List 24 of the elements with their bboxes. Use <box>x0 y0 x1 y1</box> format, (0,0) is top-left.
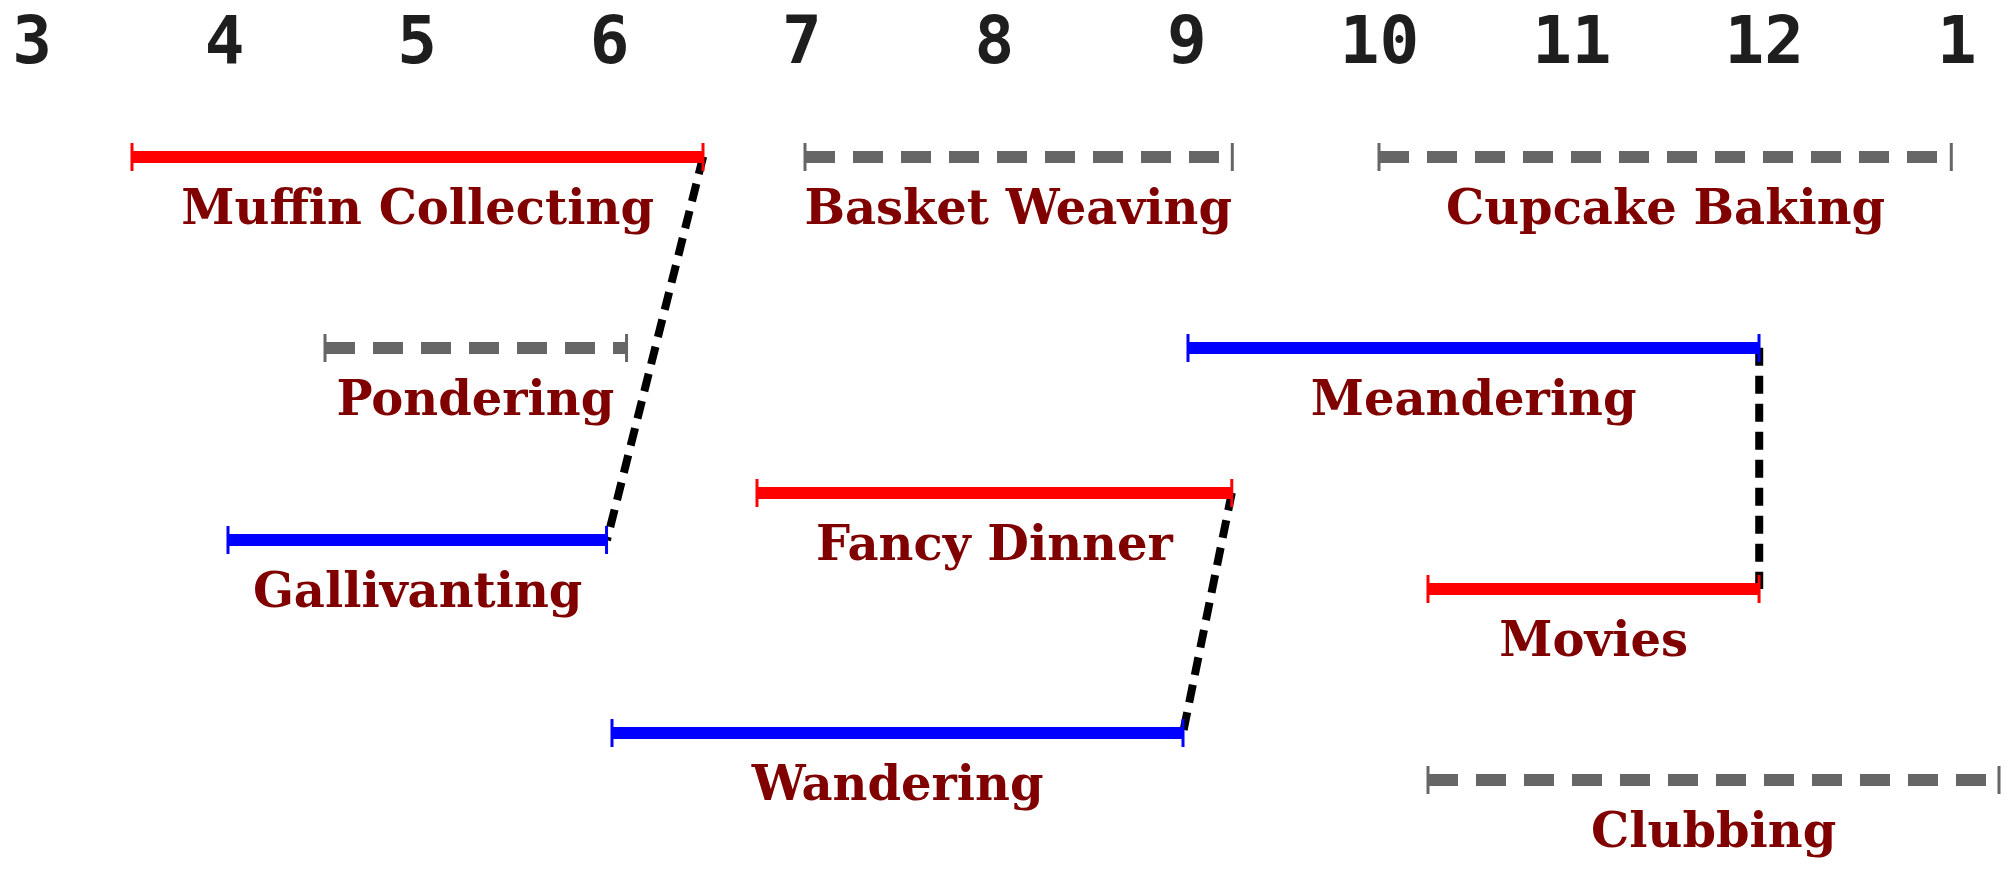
hour-label: 7 <box>782 8 822 74</box>
hour-label: 3 <box>12 8 52 74</box>
connector-line <box>1179 491 1236 734</box>
hour-label: 4 <box>204 8 245 74</box>
activity-label: Meandering <box>1310 371 1637 425</box>
hour-label: 10 <box>1339 8 1420 74</box>
activity-label: Basket Weaving <box>804 180 1232 234</box>
hour-label: 5 <box>397 8 437 74</box>
connector-line <box>603 155 708 542</box>
activity-label: Wandering <box>751 756 1044 810</box>
hour-label: 12 <box>1724 8 1805 74</box>
activity-label: Fancy Dinner <box>816 516 1173 570</box>
activity-label: Muffin Collecting <box>181 180 654 234</box>
hour-label: 11 <box>1532 8 1612 74</box>
activity-label: Movies <box>1499 612 1689 666</box>
activity-label: Gallivanting <box>252 564 583 617</box>
hour-label: 9 <box>1167 8 1207 74</box>
hour-label: 6 <box>589 8 630 74</box>
hour-label: 8 <box>974 8 1015 74</box>
activity-label: Pondering <box>336 371 615 425</box>
activity-label: Cupcake Baking <box>1445 180 1886 234</box>
connector-line <box>1755 347 1764 589</box>
hour-label: 1 <box>1936 8 1977 74</box>
activity-label: Clubbing <box>1591 804 1837 857</box>
